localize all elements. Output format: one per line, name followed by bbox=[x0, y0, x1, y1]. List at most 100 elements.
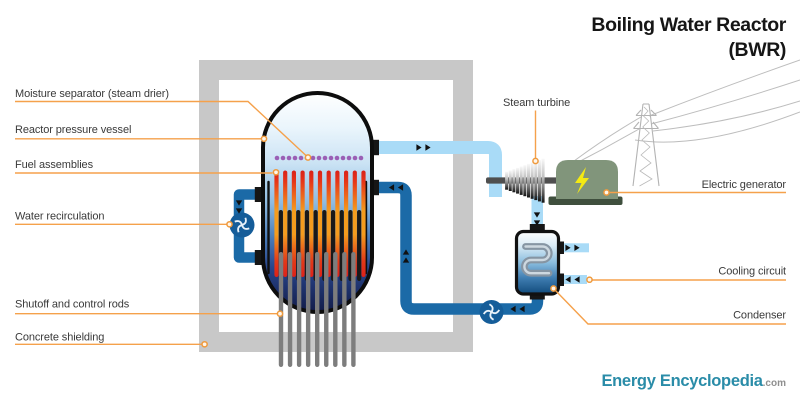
label-moisture-separator: Moisture separator (steam drier) bbox=[15, 88, 169, 100]
moisture-separator-dot bbox=[334, 155, 340, 161]
energy-encyclopedia-logo: Energy Encyclopedia.com bbox=[601, 372, 786, 390]
condenser-top-nozzle bbox=[529, 224, 545, 233]
leader-dot bbox=[603, 189, 610, 196]
lightning-bolt-icon bbox=[575, 167, 589, 194]
moisture-separator-dot bbox=[286, 155, 292, 161]
shutoff-and-control-rods bbox=[278, 252, 356, 367]
label-cooling-circuit: Cooling circuit bbox=[718, 266, 786, 278]
leader-steam-turbine bbox=[532, 110, 539, 165]
label-steam-turbine: Steam turbine bbox=[503, 97, 570, 109]
fuel-rod bbox=[352, 170, 357, 277]
label-electric-generator: Electric generator bbox=[702, 179, 787, 191]
turbine-blade bbox=[541, 158, 545, 203]
fuel-rod bbox=[309, 170, 314, 277]
pylon-frame bbox=[632, 103, 660, 187]
flow-arrow-icon bbox=[565, 244, 571, 251]
leader-dot bbox=[586, 276, 593, 284]
moisture-separator-dot bbox=[352, 155, 358, 161]
power-line-wire bbox=[650, 79, 800, 125]
leader-dot bbox=[304, 154, 312, 161]
recirculation-pump-icon bbox=[229, 212, 255, 238]
fuel-assemblies bbox=[274, 170, 366, 277]
fuel-rod bbox=[283, 170, 288, 277]
flow-arrow-icon bbox=[425, 144, 431, 151]
power-line-wire bbox=[648, 59, 800, 117]
turbine-blade bbox=[505, 171, 509, 190]
label-condenser: Condenser bbox=[733, 310, 786, 322]
recirculation-return-nozzle bbox=[254, 250, 265, 265]
turbine-blade bbox=[519, 166, 523, 195]
leader-dot bbox=[276, 310, 284, 318]
leader-reactor-pressure-vessel bbox=[15, 135, 268, 143]
power-line-wire bbox=[652, 100, 800, 132]
turbine-blade bbox=[527, 163, 530, 198]
control-rod bbox=[315, 252, 320, 367]
flow-arrow-icon bbox=[416, 144, 422, 151]
control-rod-channel bbox=[357, 210, 362, 281]
pump-impeller bbox=[234, 217, 250, 233]
turbine-exhaust-pipe bbox=[531, 196, 543, 228]
turbine-blade bbox=[537, 160, 541, 202]
main-steam-pipe bbox=[372, 141, 502, 197]
condenser-right-upper-nozzle bbox=[556, 241, 564, 254]
flow-arrow-icon bbox=[510, 305, 516, 313]
transmission-tower-icon bbox=[568, 59, 800, 187]
leader-line bbox=[15, 100, 307, 157]
flow-arrows bbox=[235, 144, 580, 313]
leader-water-recirculation bbox=[15, 220, 233, 228]
moisture-separator-dot bbox=[322, 155, 328, 161]
pump-impeller bbox=[482, 303, 501, 321]
flow-arrow-icon bbox=[565, 276, 571, 283]
leader-dot bbox=[550, 285, 557, 292]
control-rod bbox=[342, 252, 347, 367]
turbine-blade bbox=[523, 165, 527, 197]
logo-domain-suffix: .com bbox=[763, 378, 786, 389]
moisture-separator-dot bbox=[340, 155, 346, 161]
flow-arrow-icon bbox=[388, 184, 395, 191]
condenser-coil-highlight bbox=[523, 245, 551, 275]
flow-arrow-icon bbox=[519, 305, 525, 313]
moisture-separator-dot bbox=[328, 155, 334, 161]
steam-turbine bbox=[486, 158, 558, 203]
flow-arrow-icon bbox=[397, 184, 404, 191]
pylon-lattice bbox=[639, 106, 653, 187]
logo-word-encyclopedia: Encyclopedia bbox=[660, 372, 764, 390]
fuel-rod bbox=[326, 170, 331, 277]
fuel-rod bbox=[291, 170, 296, 277]
leader-dot bbox=[260, 135, 268, 143]
leader-condenser bbox=[550, 285, 786, 325]
turbine-blade bbox=[534, 161, 538, 201]
leader-dot bbox=[201, 340, 208, 348]
pump-hub bbox=[490, 310, 493, 314]
leader-shutoff-control-rods bbox=[15, 310, 284, 318]
moisture-separator-dots bbox=[274, 155, 364, 161]
turbine-blade bbox=[508, 170, 512, 191]
label-water-recirculation: Water recirculation bbox=[15, 211, 104, 223]
flow-arrow-icon bbox=[533, 220, 541, 226]
control-rod bbox=[324, 252, 329, 367]
moisture-separator-dot bbox=[358, 155, 364, 161]
moisture-separator-dot bbox=[280, 155, 286, 161]
control-rod bbox=[296, 252, 302, 367]
fuel-rod bbox=[300, 170, 305, 277]
power-line-wire bbox=[634, 111, 800, 143]
flow-arrow-icon bbox=[235, 208, 243, 214]
page-title-line2: (BWR) bbox=[728, 39, 786, 61]
label-reactor-pressure-vessel: Reactor pressure vessel bbox=[15, 124, 131, 136]
leader-line bbox=[554, 290, 786, 325]
flow-arrow-icon bbox=[533, 212, 541, 218]
logo-word-energy: Energy bbox=[601, 372, 659, 390]
turbine-blades bbox=[505, 158, 545, 203]
label-shutoff-control-rods: Shutoff and control rods bbox=[15, 299, 130, 311]
pump-hub bbox=[240, 223, 244, 227]
feedwater-pipe bbox=[372, 181, 544, 315]
fuel-rod bbox=[317, 170, 323, 277]
label-concrete-shielding: Concrete shielding bbox=[15, 332, 104, 344]
moisture-separator-dot bbox=[310, 155, 316, 161]
fuel-rod bbox=[361, 170, 366, 277]
control-rod bbox=[333, 252, 338, 367]
feedwater-pump-icon bbox=[479, 300, 504, 324]
feedwater-inlet-nozzle bbox=[369, 179, 379, 196]
power-line-wire bbox=[573, 116, 642, 162]
moisture-separator-dot bbox=[346, 155, 352, 161]
